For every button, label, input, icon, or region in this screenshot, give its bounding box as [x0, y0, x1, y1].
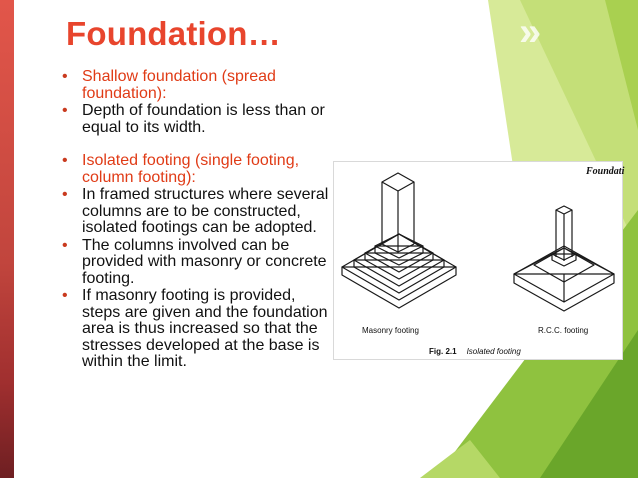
rcc-footing-label: R.C.C. footing — [538, 326, 589, 335]
bullet-marker: • — [62, 68, 68, 85]
figure-number: Fig. 2.1 — [429, 347, 457, 356]
bullet-marker: • — [62, 102, 68, 119]
green-panel-dark — [540, 330, 638, 478]
bullet-text: Isolated footing (single footing, column… — [82, 152, 300, 186]
figure-header: Foundati — [586, 166, 625, 177]
masonry-footing-drawing — [341, 172, 457, 309]
chevron-forward-icon[interactable]: » — [519, 10, 541, 54]
bullet-marker: • — [62, 152, 68, 169]
bullet-list: • Shallow foundation (spread foundation)… — [62, 68, 332, 371]
bullet-framed-structures: • In framed structures where several col… — [62, 186, 332, 237]
bullet-text: Depth of foundation is less than or equa… — [82, 102, 325, 136]
rcc-footing-drawing — [513, 205, 615, 312]
bullet-isolated-footing: • Isolated footing (single footing, colu… — [62, 152, 332, 186]
green-panel-small — [420, 440, 500, 478]
bullet-columns: • The columns involved can be provided w… — [62, 236, 332, 288]
bullet-shallow-foundation: • Shallow foundation (spread foundation)… — [62, 68, 332, 102]
figure-caption-text: Isolated footing — [466, 347, 521, 356]
isolated-footing-figure: Foundati — [333, 161, 625, 360]
green-panel-top — [605, 0, 638, 130]
bullet-marker: • — [62, 236, 68, 254]
bullet-text: In framed structures where several colum… — [82, 186, 329, 236]
masonry-footing-label: Masonry footing — [362, 326, 419, 335]
bullet-masonry-footing: • If masonry footing is provided, steps … — [62, 287, 332, 371]
footing-drawing — [341, 172, 615, 312]
left-accent-bar — [0, 0, 14, 478]
bullet-depth: • Depth of foundation is less than or eq… — [62, 102, 332, 136]
slide-title: Foundation… — [66, 15, 281, 52]
bullet-text: Shallow foundation (spread foundation): — [82, 68, 276, 102]
bullet-text: If masonry footing is provided, steps ar… — [82, 287, 328, 370]
figure-caption: Fig. 2.1 Isolated footing — [429, 347, 521, 356]
bullet-text: The columns involved can be provided wit… — [82, 236, 327, 287]
bullet-marker: • — [62, 186, 68, 203]
bullet-marker: • — [62, 287, 68, 304]
